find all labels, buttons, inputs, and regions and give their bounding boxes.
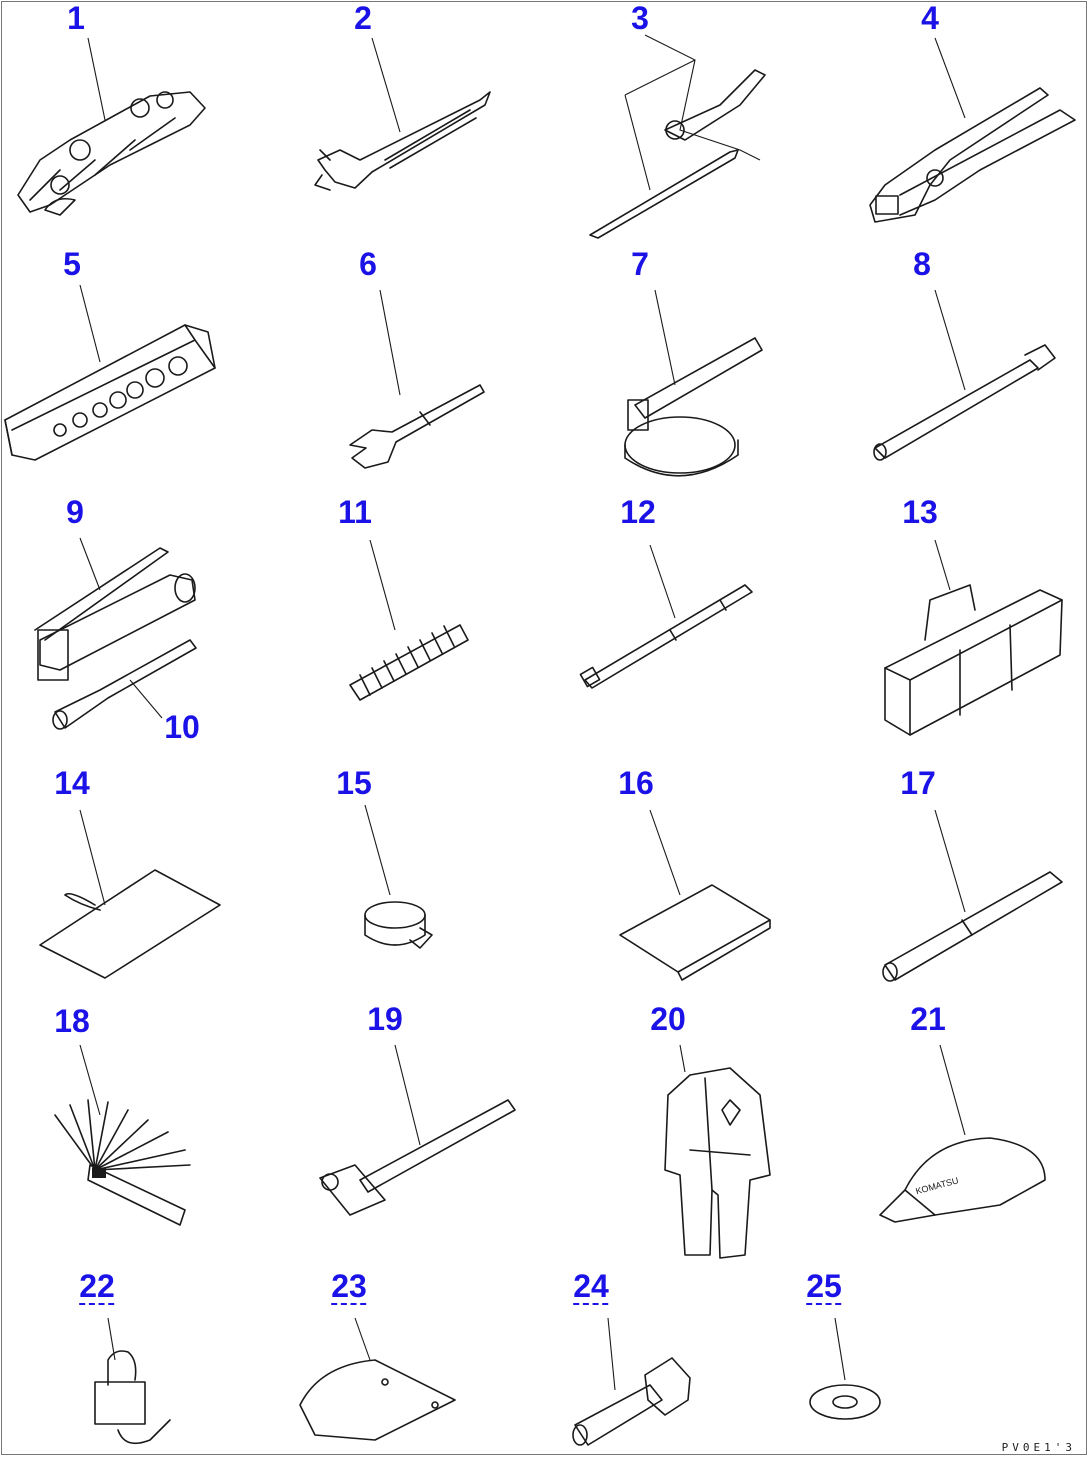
wrench-set-icon [17,37,206,216]
adjustable-wrench-icon [314,37,491,191]
part-number-1: 1 [67,0,85,36]
manual-booklet-icon [619,809,771,981]
socket-set-icon [4,284,216,461]
part-number-19: 19 [367,1001,403,1037]
part-number-20: 20 [650,1001,686,1037]
part-number-16: 16 [618,765,654,801]
part-number-22: 22 [79,1268,115,1304]
part-number-7: 7 [631,246,649,282]
tag-card-icon [39,809,221,979]
padlock-icon [94,1317,171,1445]
feeler-gauge-icon [54,1044,191,1226]
extension-bar-icon [873,289,1056,461]
part-number-13: 13 [902,494,938,530]
washer-icon [809,1317,881,1420]
coveralls-icon [664,1044,771,1259]
part-number-4: 4 [921,0,939,36]
hammer-icon [319,1044,516,1216]
part-number-21: 21 [910,1001,946,1037]
pipe-handle-icon [882,809,1063,982]
cap-icon: KOMATSU [879,1044,1046,1223]
cap-logo-text: KOMATSU [915,1175,960,1196]
hose-clamp-icon [364,804,433,949]
pliers-icon [869,37,1076,223]
part-number-25: 25 [806,1268,842,1304]
part-number-11: 11 [338,494,372,530]
screwdriver-set-icon [589,34,766,239]
open-end-wrench-icon [349,289,485,469]
drawing-code: PV0E1'3 [1001,1441,1076,1454]
part-number-14: 14 [54,765,90,801]
grease-gun-icon [34,537,196,681]
grease-nozzle-icon [52,639,197,730]
part-number-24: 24 [573,1268,609,1304]
filter-wrench-icon [624,289,763,477]
part-number-9: 9 [66,494,84,530]
part-number-10: 10 [164,709,200,745]
part-number-17: 17 [900,765,936,801]
part-number-8: 8 [913,246,931,282]
cover-plate-icon [299,1317,456,1441]
long-rod-icon [579,544,753,689]
tool-bag-icon [884,539,1063,736]
part-number-23: 23 [331,1268,367,1304]
part-number-2: 2 [354,0,372,36]
spring-icon [349,539,469,701]
part-number-12: 12 [620,494,656,530]
bolt-icon [572,1317,691,1446]
part-number-18: 18 [54,1003,90,1039]
part-number-15: 15 [336,765,372,801]
part-number-5: 5 [63,246,81,282]
part-number-6: 6 [359,246,377,282]
part-number-3: 3 [631,0,649,36]
